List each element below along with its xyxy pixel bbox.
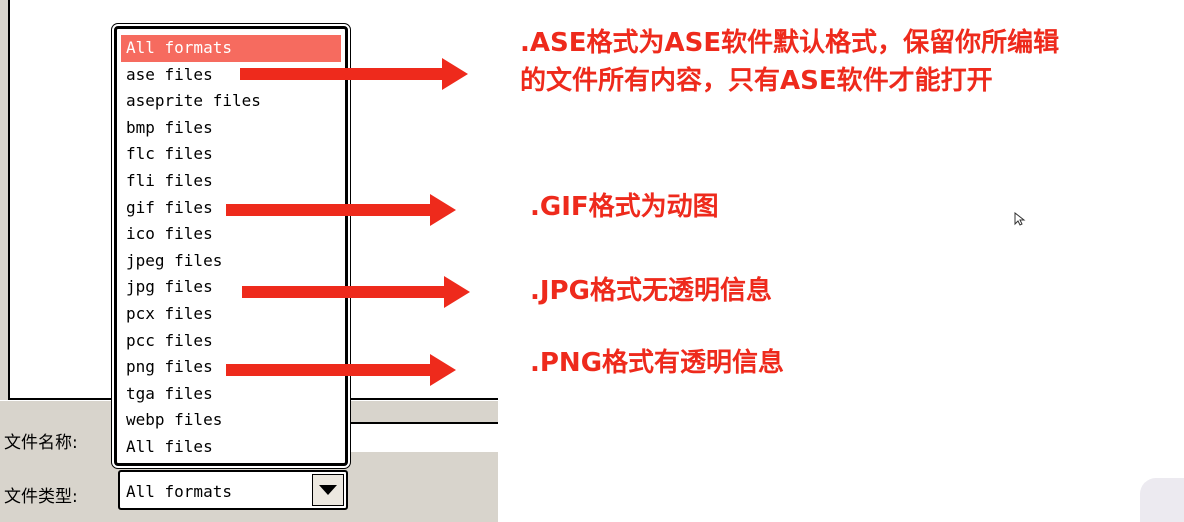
filetype-selected-value: All formats [126, 482, 232, 501]
format-dropdown-list[interactable]: All formats ase files aseprite files bmp… [114, 26, 348, 466]
corner-overlay [1140, 478, 1184, 522]
triangle-down-icon [319, 485, 337, 495]
format-option-tga[interactable]: tga files [126, 383, 213, 403]
format-option-all-formats[interactable]: All formats [121, 35, 341, 62]
jpg-note: .JPG格式无透明信息 [530, 276, 772, 306]
gif-arrow [226, 194, 456, 226]
format-option-png[interactable]: png files [126, 357, 213, 377]
mouse-pointer-icon [1014, 212, 1026, 226]
ase-arrow [240, 58, 468, 90]
png-arrow [226, 354, 456, 386]
format-option-flc[interactable]: flc files [126, 144, 213, 164]
gif-note: .GIF格式为动图 [530, 192, 719, 222]
filetype-label: 文件类型: [4, 487, 78, 507]
filename-input[interactable] [346, 422, 498, 452]
format-option-jpg[interactable]: jpg files [126, 277, 213, 297]
format-option-pcc[interactable]: pcc files [126, 330, 213, 350]
ase-note-line1: .ASE格式为ASE软件默认格式，保留你所编辑 [520, 28, 1060, 58]
format-option-all-files[interactable]: All files [126, 436, 213, 456]
filename-label: 文件名称: [4, 433, 78, 453]
jpg-arrow [242, 276, 470, 308]
format-option-gif[interactable]: gif files [126, 197, 213, 217]
format-option-bmp[interactable]: bmp files [126, 117, 213, 137]
format-option-ase[interactable]: ase files [126, 64, 213, 84]
format-option-jpeg[interactable]: jpeg files [126, 250, 223, 270]
png-note: .PNG格式有透明信息 [530, 348, 785, 378]
format-option-aseprite[interactable]: aseprite files [126, 91, 261, 111]
format-option-fli[interactable]: fli files [126, 170, 213, 190]
format-option-ico[interactable]: ico files [126, 224, 213, 244]
dropdown-button[interactable] [312, 474, 344, 506]
ase-note-line2: 的文件所有内容，只有ASE软件才能打开 [520, 66, 993, 96]
format-option-webp[interactable]: webp files [126, 410, 223, 430]
format-option-pcx[interactable]: pcx files [126, 303, 213, 323]
filetype-select[interactable]: All formats [118, 470, 348, 510]
